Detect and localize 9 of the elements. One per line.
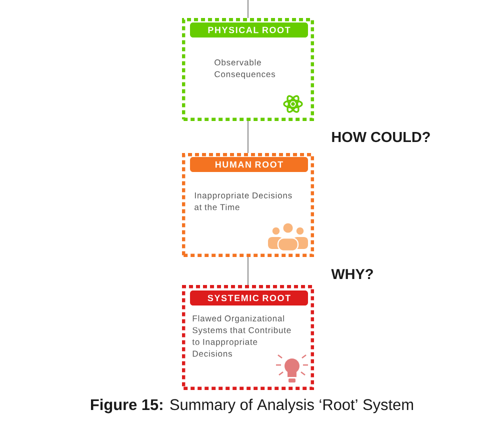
body-text: Flawed Organizational Systems that Contribute to Inappropriate Decisions: [192, 315, 291, 357]
body-text: Observable Consequences: [214, 59, 276, 79]
side-label: WHY?: [331, 268, 373, 280]
heading-bar: PHYSICAL ROOT: [190, 22, 308, 38]
heading-bar: HUMAN ROOT: [190, 157, 308, 172]
caption: Figure 15: Summary of Analysis ‘Root’ System: [91, 398, 413, 414]
body-text: Inappropriate Decisions at the Time: [194, 192, 292, 210]
side-label: HOW COULD?: [332, 132, 430, 142]
heading-bar: SYSTEMIC ROOT: [190, 290, 308, 306]
